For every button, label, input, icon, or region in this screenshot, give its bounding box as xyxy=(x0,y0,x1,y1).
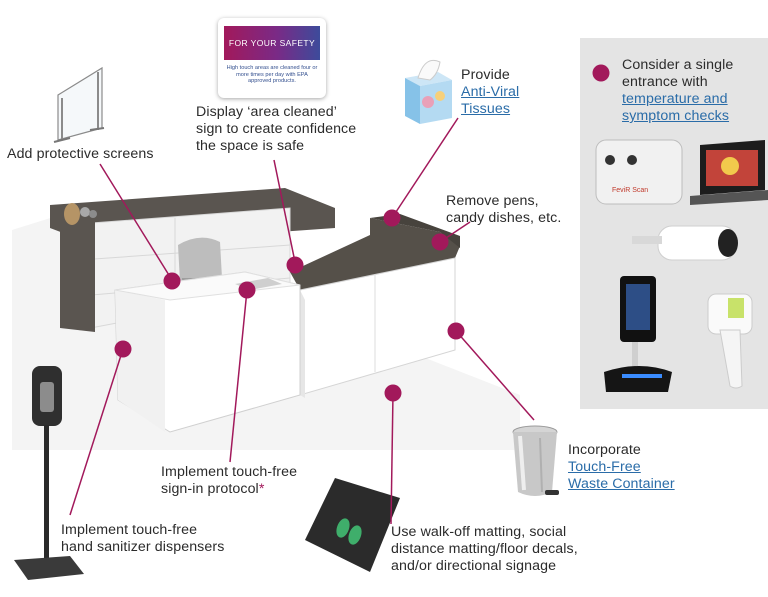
temperature-link-line1[interactable]: temperature and xyxy=(622,91,728,107)
dot-protective-screens xyxy=(163,272,181,290)
safety-sign-body: High touch areas are cleaned four or mor… xyxy=(226,65,318,85)
label-sign-in: Implement touch-free sign-in protocol* xyxy=(161,464,298,497)
dot-sign-in xyxy=(238,281,256,299)
back-credenza xyxy=(50,188,335,332)
tissues-link-line1[interactable]: Anti-Viral xyxy=(461,84,520,100)
label-tissues: Provide Anti-Viral Tissues xyxy=(461,67,520,117)
safety-sign-card: FOR YOUR SAFETY High touch areas are cle… xyxy=(218,18,326,98)
protective-screen-icon xyxy=(53,66,105,143)
dot-tissues xyxy=(383,209,401,227)
label-protective-screens: Add protective screens xyxy=(7,146,154,162)
dot-sanitizer xyxy=(114,340,132,358)
kiosk-scanner-icon xyxy=(604,276,672,392)
dot-area-cleaned xyxy=(286,256,304,274)
label-waste: Incorporate Touch-Free Waste Container xyxy=(568,442,675,492)
dot-remove-pens xyxy=(431,233,449,251)
tissue-box-icon xyxy=(405,59,452,124)
scanner-brand-text: FeviR Scan xyxy=(612,187,648,194)
dot-matting xyxy=(384,384,402,402)
thermal-scanner-icon: FeviR Scan xyxy=(595,139,768,205)
tissues-link-line2[interactable]: Tissues xyxy=(461,101,511,117)
thermometer-icon xyxy=(707,293,753,389)
label-sanitizer: Implement touch-free hand sanitizer disp… xyxy=(61,522,225,555)
label-remove-pens: Remove pens, candy dishes, etc. xyxy=(446,193,562,226)
temperature-link-line2[interactable]: symptom checks xyxy=(622,108,730,124)
sanitizer-dispenser-icon xyxy=(14,366,84,580)
waste-link-line1[interactable]: Touch-Free xyxy=(568,459,641,475)
dot-single-entrance xyxy=(592,64,610,82)
label-matting: Use walk-off matting, social distance ma… xyxy=(391,524,578,574)
label-single-entrance: Consider a single entrance with temperat… xyxy=(622,57,734,124)
waste-link-line2[interactable]: Waste Container xyxy=(568,476,675,492)
waste-bin-icon xyxy=(512,425,559,496)
ornaments xyxy=(64,203,97,225)
floor-mat-icon xyxy=(305,478,400,572)
label-area-cleaned: Display ‘area cleaned’ sign to create co… xyxy=(196,104,357,154)
callout-dots xyxy=(114,64,610,402)
callout-lines xyxy=(69,117,535,525)
safety-sign-heading: FOR YOUR SAFETY xyxy=(224,26,320,60)
dot-waste xyxy=(447,322,465,340)
thermal-camera-icon xyxy=(632,225,738,261)
sign-in-asterisk: * xyxy=(258,481,265,497)
